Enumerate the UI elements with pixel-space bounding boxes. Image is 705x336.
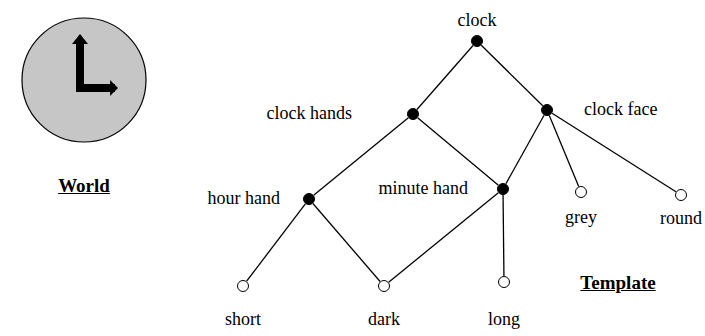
node-label: grey	[565, 207, 597, 227]
concept-node: clock	[471, 35, 483, 47]
concept-node: minute hand	[497, 183, 509, 195]
node-label: round	[660, 208, 702, 228]
feature-node: grey	[575, 186, 587, 198]
tree-link	[506, 115, 544, 184]
tree-link	[389, 193, 499, 282]
node-label: hour hand	[208, 188, 280, 208]
feature-node: round	[675, 189, 687, 201]
clock-face-drawing	[22, 18, 146, 142]
node-label: dark	[368, 309, 400, 329]
node-label: clock hands	[267, 103, 352, 123]
concept-node: clock hands	[407, 108, 419, 120]
tree-link	[313, 204, 380, 282]
hand-tip	[110, 80, 118, 96]
node-label: clock face	[584, 99, 657, 119]
tree-link	[552, 113, 676, 192]
clock-hands-drawing	[76, 42, 115, 92]
tree-link	[549, 116, 578, 187]
tree-link	[502, 195, 504, 276]
tree-link	[247, 204, 306, 281]
node-label: clock	[458, 10, 497, 30]
tree-link	[418, 118, 499, 185]
concept-node: hour hand	[303, 193, 315, 205]
tree-link	[417, 46, 473, 110]
node-label: long	[488, 309, 520, 329]
feature-node: short	[237, 280, 249, 292]
concept-node: clock face	[541, 104, 553, 116]
hand-tip	[72, 34, 88, 44]
feature-node: dark	[378, 280, 390, 292]
tree-link	[481, 45, 542, 106]
panel-title: Template	[580, 272, 655, 294]
node-label: minute hand	[379, 178, 468, 198]
panel-title: World	[58, 175, 110, 197]
node-label: short	[225, 309, 261, 329]
feature-node: long	[498, 276, 510, 288]
